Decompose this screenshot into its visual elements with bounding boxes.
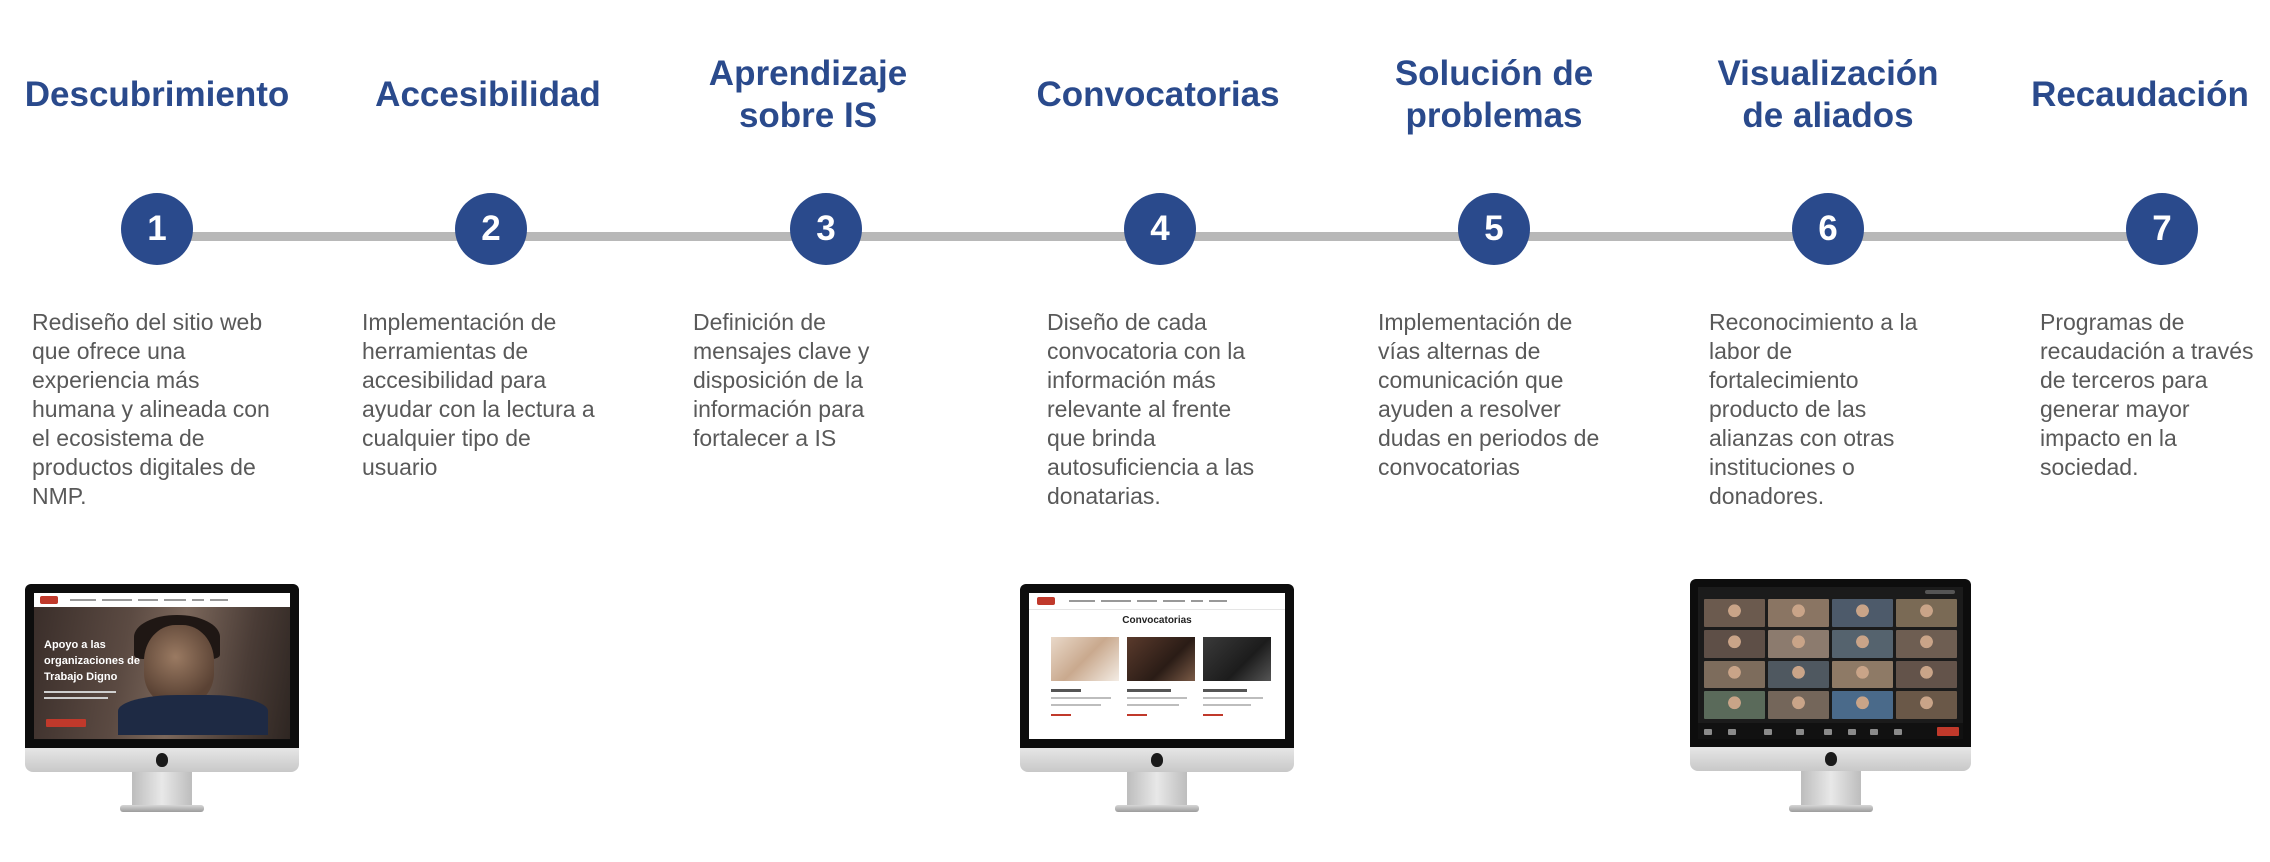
participant-video-tile [1832, 691, 1893, 719]
convocatorias-page-title: Convocatorias [1029, 615, 1285, 626]
participant-video-tile [1768, 691, 1829, 719]
step-number-3: 3 [790, 193, 862, 265]
apple-logo-icon [1151, 753, 1163, 767]
participant-video-tile [1896, 599, 1957, 627]
step-title-7: Recaudación [1980, 74, 2270, 116]
apple-logo-icon [1825, 752, 1837, 766]
step-title-1: Descubrimiento [0, 74, 317, 116]
step-description-2: Implementación de herramientas de accesi… [362, 308, 612, 482]
convocatorias-screen: Convocatorias [1029, 593, 1285, 739]
convocatoria-card [1203, 637, 1271, 716]
step-number-6: 6 [1792, 193, 1864, 265]
convocatoria-card [1051, 637, 1119, 716]
participant-video-tile [1832, 630, 1893, 658]
hero-headline: Apoyo a las organizaciones de Trabajo Di… [44, 637, 154, 685]
step-description-3: Definición de mensajes clave y disposici… [693, 308, 903, 453]
step-number-4: 4 [1124, 193, 1196, 265]
step-description-7: Programas de recaudación a través de ter… [2040, 308, 2255, 482]
step-title-3: Aprendizaje sobre IS [648, 53, 968, 137]
participant-video-tile [1896, 630, 1957, 658]
participant-video-tile [1896, 661, 1957, 689]
participant-video-tile [1896, 691, 1957, 719]
step-number-5: 5 [1458, 193, 1530, 265]
step-description-4: Diseño de cada convocatoria con la infor… [1047, 308, 1272, 511]
leave-call-icon [1937, 727, 1959, 736]
website-hero-screen: Apoyo a las organizaciones de Trabajo Di… [34, 593, 290, 739]
hero-cta-button [46, 719, 86, 727]
step-description-5: Implementación de vías alternas de comun… [1378, 308, 1603, 482]
hero-photo: Apoyo a las organizaciones de Trabajo Di… [34, 607, 290, 739]
participant-video-tile [1768, 630, 1829, 658]
convocatoria-card [1127, 637, 1195, 716]
step-description-6: Reconocimiento a la labor de fortalecimi… [1709, 308, 1924, 511]
monitor-video-call [1690, 579, 1971, 812]
step-number-2: 2 [455, 193, 527, 265]
apple-logo-icon [156, 753, 168, 767]
participant-video-tile [1832, 599, 1893, 627]
call-toolbar [1698, 723, 1963, 739]
step-title-6: Visualización de aliados [1668, 53, 1988, 137]
step-number-1: 1 [121, 193, 193, 265]
site-logo-icon [40, 596, 58, 604]
site-logo-icon [1037, 597, 1055, 605]
step-title-5: Solución de problemas [1334, 53, 1654, 137]
step-number-7: 7 [2126, 193, 2198, 265]
participant-video-tile [1704, 599, 1765, 627]
participant-video-tile [1704, 630, 1765, 658]
step-description-1: Rediseño del sitio web que ofrece una ex… [32, 308, 282, 511]
participant-video-tile [1768, 661, 1829, 689]
participant-video-tile [1832, 661, 1893, 689]
monitor-convocatorias: Convocatorias [1020, 584, 1294, 812]
participant-video-tile [1704, 691, 1765, 719]
monitor-website-redesign: Apoyo a las organizaciones de Trabajo Di… [25, 584, 299, 812]
participant-video-tile [1768, 599, 1829, 627]
participant-video-tile [1704, 661, 1765, 689]
video-call-screen [1698, 587, 1963, 739]
step-title-2: Accesibilidad [328, 74, 648, 116]
step-title-4: Convocatorias [998, 74, 1318, 116]
